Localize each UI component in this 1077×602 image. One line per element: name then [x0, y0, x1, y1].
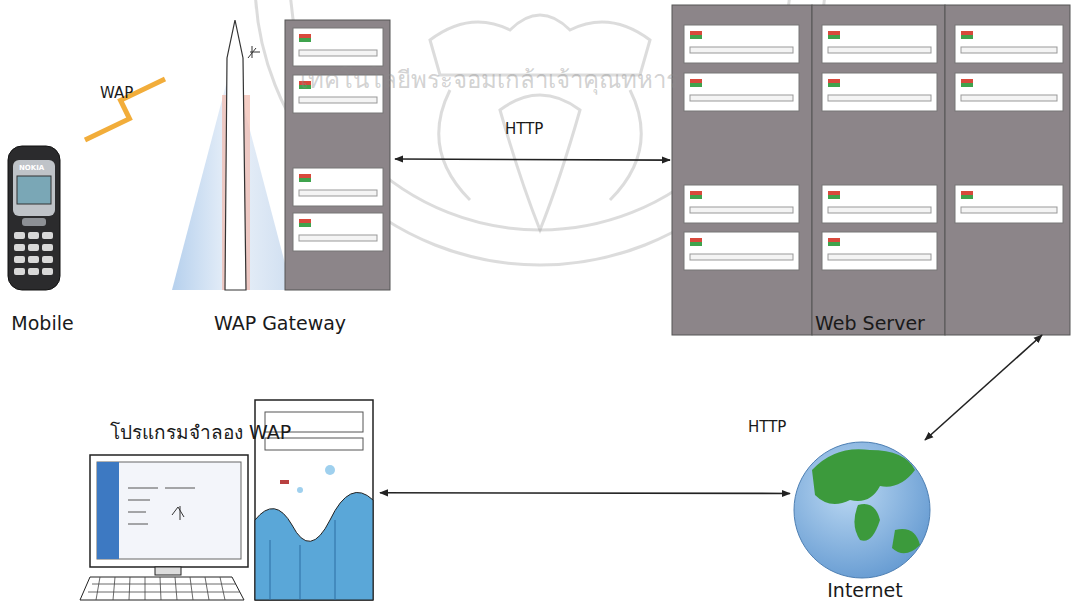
server-panel	[822, 25, 937, 63]
emulator-node: โปรแกรมจำลอง WAP	[80, 420, 380, 602]
gateway-node: WAP Gateway	[165, 15, 395, 335]
node-label: Internet	[827, 578, 902, 602]
emulator-computer	[80, 400, 373, 600]
connector-arrow	[380, 492, 790, 494]
edge-label: WAP	[100, 84, 133, 102]
server-panel	[822, 73, 937, 111]
watermark-text: เทคโนโลยีพระจอมเกล้าเจ้าคุณทหาร	[300, 60, 679, 99]
node-label: Mobile	[11, 311, 73, 335]
brand-label: NOKIA	[19, 164, 44, 172]
server-panel	[293, 28, 383, 66]
mobile-node: Mobile	[0, 140, 85, 335]
wireless-link	[85, 79, 165, 140]
server-racks	[672, 5, 1070, 335]
internet-globe	[794, 442, 930, 578]
server-node: Web Server	[670, 5, 1070, 335]
server-panel	[293, 213, 383, 251]
gateway-rack	[285, 20, 390, 290]
server-panel	[684, 232, 799, 270]
server-panel	[822, 185, 937, 223]
server-panel	[293, 75, 383, 113]
server-panel	[684, 25, 799, 63]
server-panel	[955, 73, 1063, 111]
gateway-tower	[172, 20, 292, 290]
server-panel	[822, 232, 937, 270]
connector-arrow	[395, 159, 670, 160]
server-panel	[293, 168, 383, 206]
edge-label: HTTP	[505, 120, 543, 138]
node-label: โปรแกรมจำลอง WAP	[110, 420, 291, 444]
server-panel	[955, 185, 1063, 223]
edge-label: HTTP	[748, 418, 786, 436]
server-panel	[684, 185, 799, 223]
internet-node: Internet	[790, 440, 940, 602]
node-label: Web Server	[815, 311, 925, 335]
mobile-phone	[8, 146, 60, 290]
connector-arrow	[925, 335, 1042, 440]
node-label: WAP Gateway	[214, 311, 346, 335]
server-panel	[684, 73, 799, 111]
server-panel	[955, 25, 1063, 63]
